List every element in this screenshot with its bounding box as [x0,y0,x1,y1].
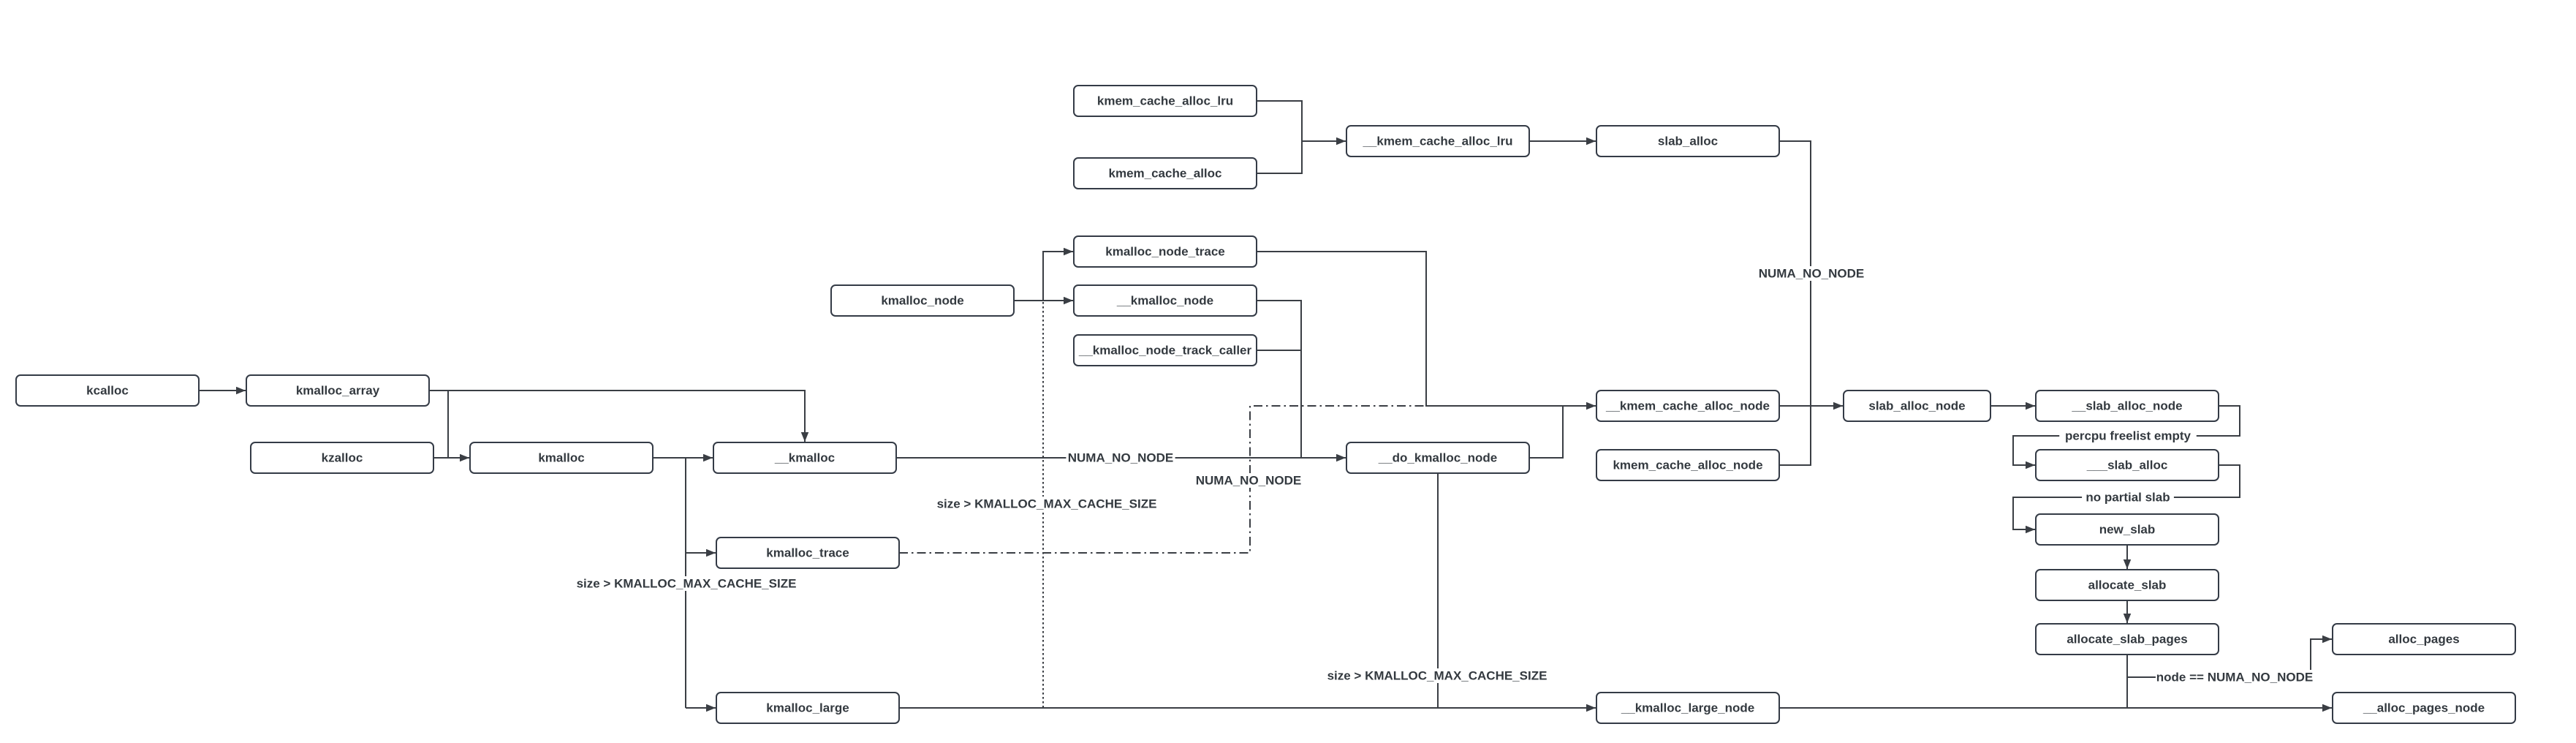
svg-text:NUMA_NO_NODE: NUMA_NO_NODE [1759,267,1865,281]
svg-text:kzalloc: kzalloc [322,451,363,465]
svg-text:__slab_alloc_node: __slab_alloc_node [2071,399,2182,413]
svg-text:size > KMALLOC_MAX_CACHE_SIZE: size > KMALLOC_MAX_CACHE_SIZE [1327,669,1548,683]
svg-text:percpu freelist empty: percpu freelist empty [2065,429,2191,443]
svg-text:slab_alloc: slab_alloc [1658,135,1718,148]
svg-text:__kmem_cache_alloc_node: __kmem_cache_alloc_node [1605,399,1770,413]
svg-text:allocate_slab: allocate_slab [2088,578,2167,592]
svg-text:node == NUMA_NO_NODE: node == NUMA_NO_NODE [2156,671,2313,684]
svg-text:___slab_alloc: ___slab_alloc [2086,459,2168,472]
svg-text:kmem_cache_alloc: kmem_cache_alloc [1109,167,1222,181]
svg-text:__do_kmalloc_node: __do_kmalloc_node [1378,451,1498,465]
svg-text:__kmalloc_node: __kmalloc_node [1116,294,1213,308]
svg-text:kmalloc_node: kmalloc_node [881,294,963,308]
svg-text:kmalloc: kmalloc [538,451,584,465]
svg-text:NUMA_NO_NODE: NUMA_NO_NODE [1068,451,1174,465]
svg-text:new_slab: new_slab [2099,523,2156,537]
svg-text:size > KMALLOC_MAX_CACHE_SIZE: size > KMALLOC_MAX_CACHE_SIZE [577,577,797,591]
svg-text:size > KMALLOC_MAX_CACHE_SIZE: size > KMALLOC_MAX_CACHE_SIZE [937,497,1157,511]
svg-text:__kmalloc: __kmalloc [774,451,835,465]
svg-text:slab_alloc_node: slab_alloc_node [1868,399,1965,413]
svg-text:allocate_slab_pages: allocate_slab_pages [2067,633,2187,646]
svg-text:kmalloc_large: kmalloc_large [766,701,849,715]
svg-text:kmem_cache_alloc_node: kmem_cache_alloc_node [1613,459,1762,472]
svg-text:NUMA_NO_NODE: NUMA_NO_NODE [1196,474,1302,488]
svg-text:kcalloc: kcalloc [86,384,129,398]
svg-text:kmem_cache_alloc_lru: kmem_cache_alloc_lru [1097,94,1233,108]
svg-text:kmalloc_node_trace: kmalloc_node_trace [1105,245,1224,259]
svg-text:kmalloc_trace: kmalloc_trace [766,546,849,560]
svg-text:__kmem_cache_alloc_lru: __kmem_cache_alloc_lru [1362,135,1512,148]
svg-text:kmalloc_array: kmalloc_array [296,384,380,398]
svg-text:__alloc_pages_node: __alloc_pages_node [2363,701,2485,715]
svg-text:no partial slab: no partial slab [2086,491,2170,505]
svg-text:__kmalloc_large_node: __kmalloc_large_node [1621,701,1754,715]
svg-text:__kmalloc_node_track_caller: __kmalloc_node_track_caller [1078,344,1252,358]
svg-text:alloc_pages: alloc_pages [2388,633,2459,646]
